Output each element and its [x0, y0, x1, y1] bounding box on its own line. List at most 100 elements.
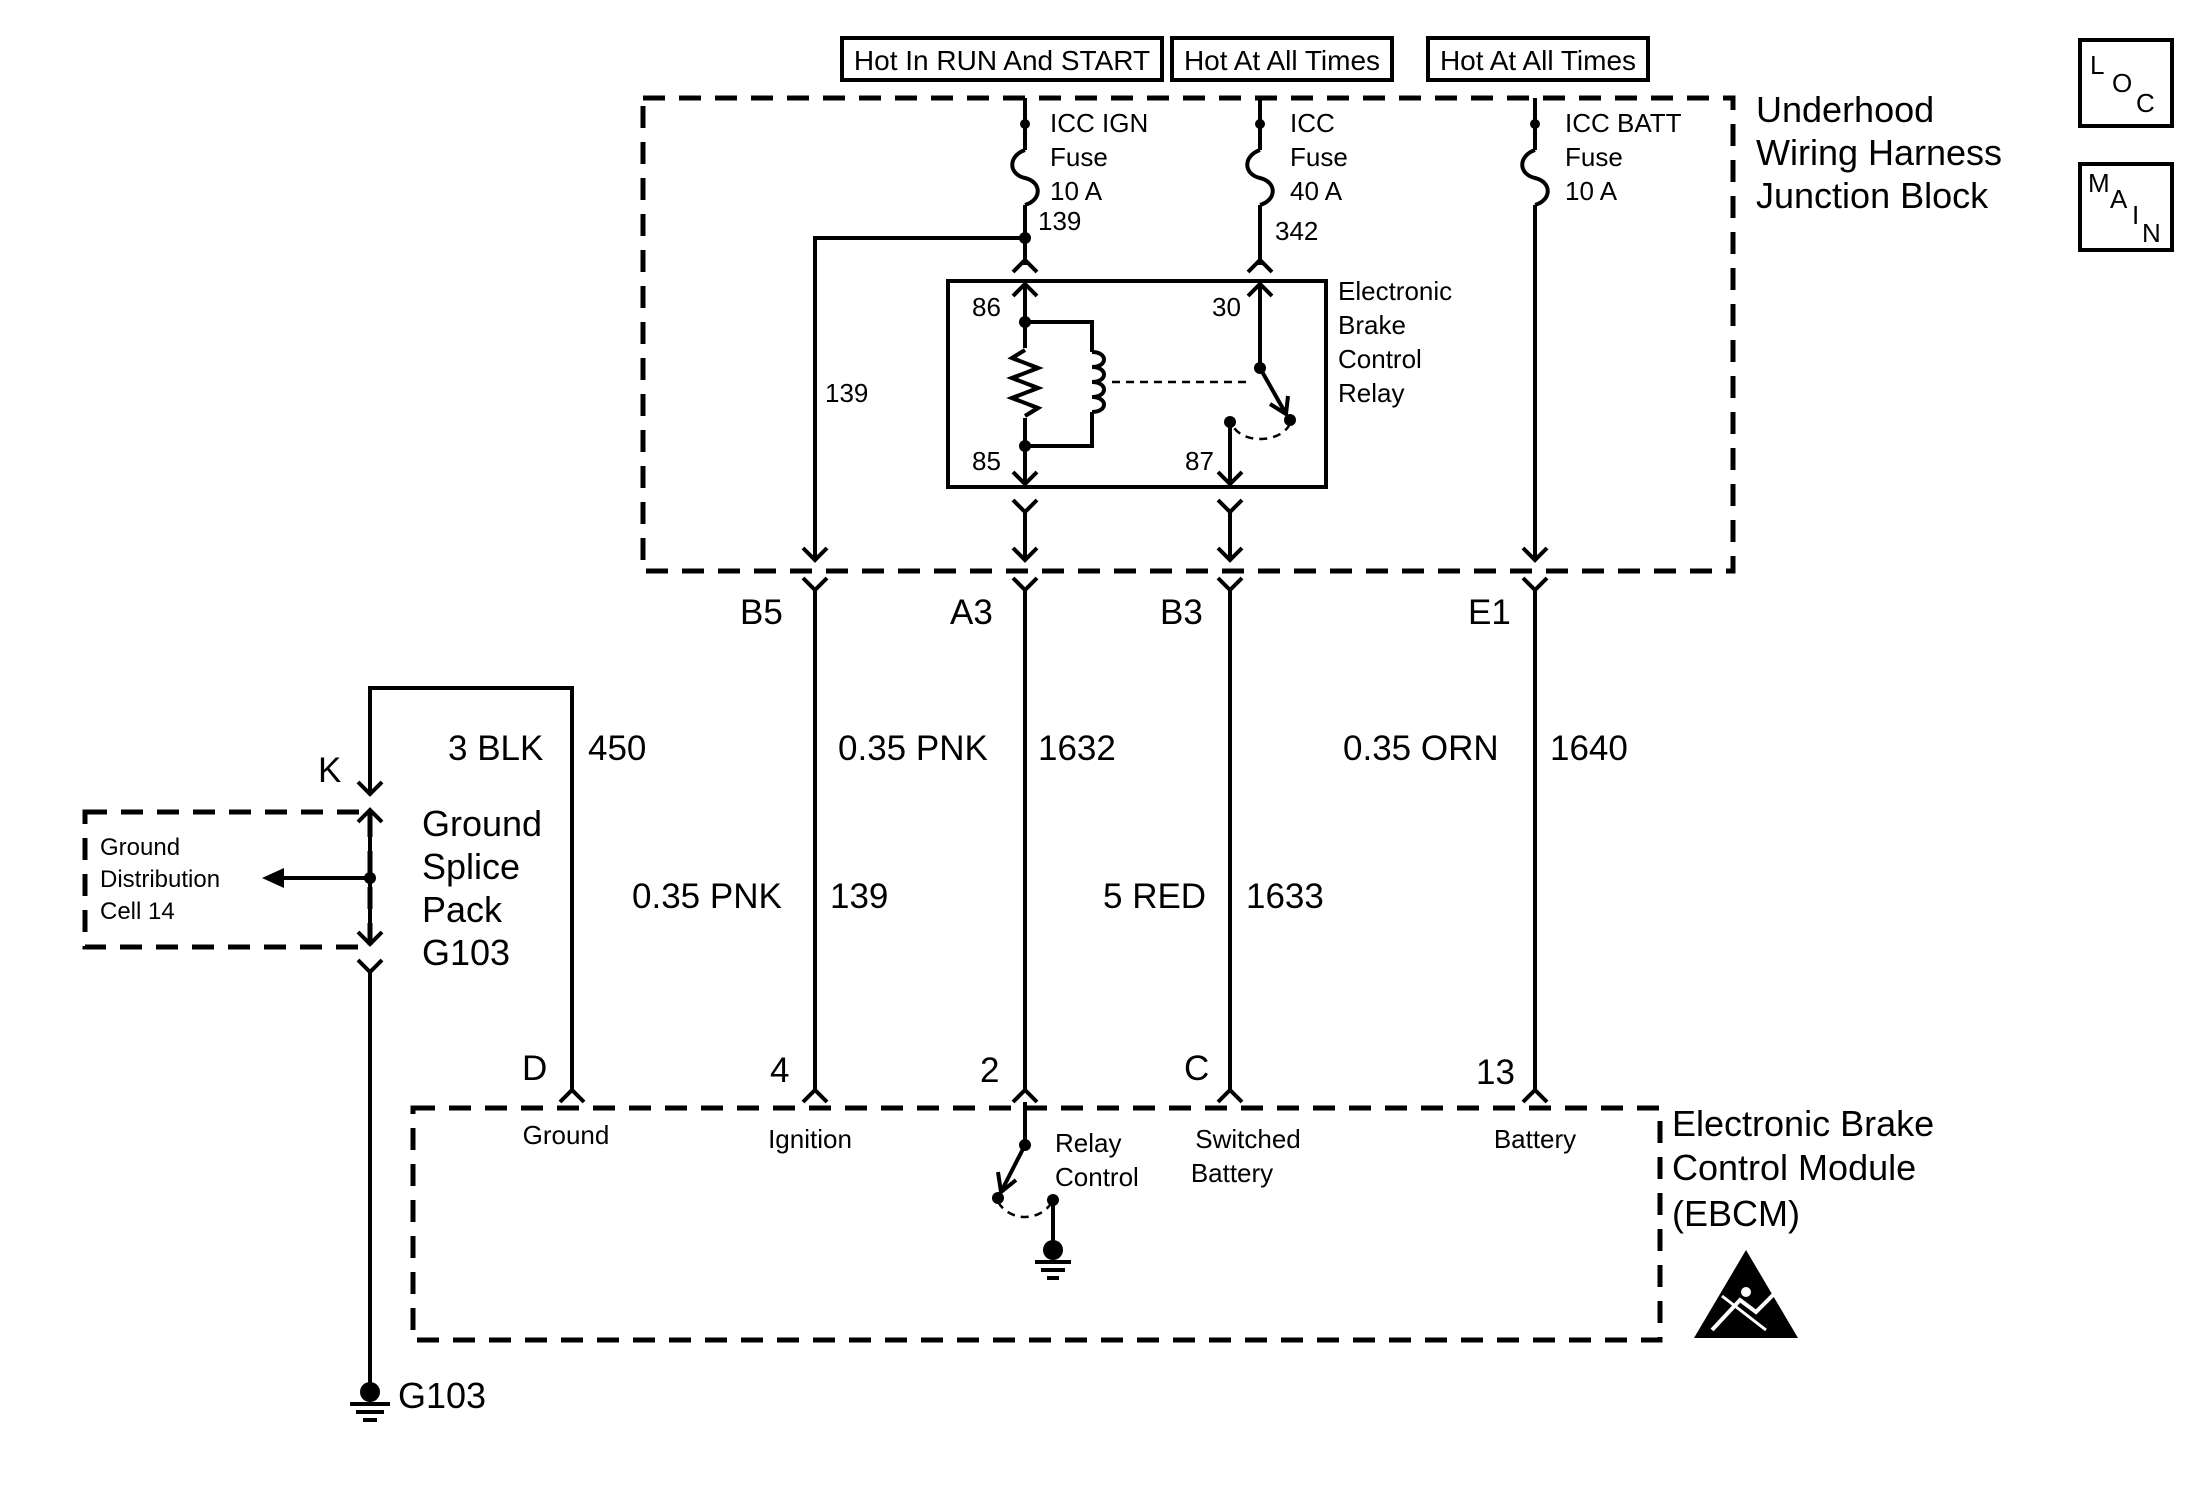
svg-text:Electronic Brake: Electronic Brake [1672, 1103, 1934, 1144]
fuse-icon [1010, 148, 1040, 207]
svg-text:B3: B3 [1160, 593, 1203, 632]
svg-text:K: K [318, 751, 341, 790]
svg-text:Splice: Splice [422, 846, 520, 887]
svg-text:Ground: Ground [422, 803, 542, 844]
ebcm-pin-13: 13 Battery [1476, 1053, 1576, 1154]
svg-text:0.35 PNK: 0.35 PNK [632, 877, 782, 916]
svg-text:139: 139 [830, 877, 888, 916]
svg-text:Ignition: Ignition [768, 1124, 852, 1154]
ebcm-title: Electronic Brake Control Module (EBCM) [1672, 1103, 1934, 1234]
power-label-all-times-1: Hot At All Times [1170, 36, 1394, 82]
svg-text:C: C [2136, 88, 2155, 118]
svg-text:0.35 PNK: 0.35 PNK [838, 729, 988, 768]
svg-text:A3: A3 [950, 593, 993, 632]
svg-text:1633: 1633 [1246, 877, 1324, 916]
brake-control-relay: Electronic Brake Control Relay 86 85 30 … [946, 276, 1452, 489]
svg-text:30: 30 [1212, 292, 1241, 322]
ebcm-outline [410, 1105, 1663, 1343]
ebcm-pin-d: D Ground [522, 1049, 609, 1150]
svg-text:87: 87 [1185, 446, 1214, 476]
svg-text:3 BLK: 3 BLK [448, 729, 543, 768]
svg-text:Battery: Battery [1494, 1124, 1576, 1154]
svg-text:5 RED: 5 RED [1103, 877, 1206, 916]
svg-text:Junction Block: Junction Block [1756, 175, 1989, 216]
main-badge: M A I N [2078, 162, 2174, 252]
svg-text:342: 342 [1275, 216, 1318, 246]
fuse-icc-batt: ICC BATT Fuse 10 A [1520, 98, 1682, 563]
svg-text:ICC BATT: ICC BATT [1565, 108, 1682, 138]
svg-text:139: 139 [825, 378, 868, 408]
svg-text:Fuse: Fuse [1565, 142, 1623, 172]
switch-icon [1000, 1144, 1027, 1191]
svg-text:10 A: 10 A [1050, 176, 1103, 206]
svg-text:Brake: Brake [1338, 310, 1406, 340]
wire-1632: 0.35 PNK 1632 [838, 590, 1116, 1090]
svg-text:Electronic: Electronic [1338, 276, 1452, 306]
power-label-all-times-2: Hot At All Times [1426, 36, 1650, 82]
wire-139: 0.35 PNK 139 [632, 590, 888, 1090]
svg-text:O: O [2112, 68, 2132, 98]
ground-symbol-icon [1035, 1260, 1071, 1280]
svg-text:Battery: Battery [1191, 1158, 1273, 1188]
svg-text:L: L [2090, 50, 2104, 80]
ebcm-pin-markers [558, 1087, 1549, 1104]
svg-text:Relay: Relay [1055, 1128, 1121, 1158]
svg-text:Distribution: Distribution [100, 866, 220, 893]
svg-text:Switched: Switched [1195, 1124, 1301, 1154]
ground-splice-pack: Ground Distribution Cell 14 Ground Splic… [82, 803, 542, 973]
junction-block-outline [640, 95, 1736, 574]
svg-text:Hot At All Times: Hot At All Times [1184, 45, 1380, 76]
svg-text:1640: 1640 [1550, 729, 1628, 768]
junction-block-title: Underhood Wiring Harness Junction Block [1756, 89, 2002, 216]
svg-text:Underhood: Underhood [1756, 89, 1934, 130]
relay-title: Electronic Brake Control Relay [1338, 276, 1452, 408]
wire-450: 3 BLK 450 K [318, 686, 646, 1090]
junction-connectors: B5 A3 B3 E1 [740, 576, 1549, 632]
svg-text:0.35 ORN: 0.35 ORN [1343, 729, 1499, 768]
svg-text:40 A: 40 A [1290, 176, 1343, 206]
svg-text:85: 85 [972, 446, 1001, 476]
fuse-icc-ign: ICC IGN Fuse 10 A 139 [1010, 98, 1148, 274]
svg-text:Ground: Ground [523, 1120, 610, 1150]
svg-text:Hot In RUN And START: Hot In RUN And START [854, 45, 1150, 76]
ebcm-relay-control-switch [992, 1102, 1071, 1280]
svg-text:86: 86 [972, 292, 1001, 322]
svg-text:B5: B5 [740, 593, 783, 632]
svg-text:Hot At All Times: Hot At All Times [1440, 45, 1636, 76]
ebcm-pin-c: C Switched Battery [1184, 1049, 1301, 1188]
svg-text:450: 450 [588, 729, 646, 768]
svg-text:4: 4 [770, 1051, 789, 1090]
svg-text:Wiring Harness: Wiring Harness [1756, 132, 2002, 173]
fuse-icc: ICC Fuse 40 A 342 [1245, 98, 1348, 274]
svg-text:E1: E1 [1468, 593, 1511, 632]
esd-warning-icon [1694, 1250, 1798, 1338]
ground-g103: G103 [350, 958, 486, 1422]
svg-text:A: A [2110, 184, 2128, 214]
svg-text:1632: 1632 [1038, 729, 1116, 768]
loc-badge: L O C [2078, 38, 2174, 128]
relay-outputs [1011, 498, 1244, 563]
coil-icon [1091, 350, 1106, 414]
svg-text:ICC IGN: ICC IGN [1050, 108, 1148, 138]
svg-text:Cell 14: Cell 14 [100, 898, 175, 925]
svg-text:G103: G103 [398, 1375, 486, 1416]
svg-text:2: 2 [980, 1051, 999, 1090]
svg-text:10 A: 10 A [1565, 176, 1618, 206]
svg-text:N: N [2142, 218, 2161, 248]
svg-text:D: D [522, 1049, 547, 1088]
svg-text:Relay: Relay [1338, 378, 1404, 408]
svg-text:G103: G103 [422, 932, 510, 973]
svg-text:Control Module: Control Module [1672, 1147, 1916, 1188]
svg-text:M: M [2088, 168, 2110, 198]
fuse-icon [1245, 148, 1275, 207]
ground-symbol-icon [350, 1402, 390, 1422]
ebcm-pin-2: 2 Relay Control [980, 1051, 1139, 1192]
svg-text:Fuse: Fuse [1290, 142, 1348, 172]
svg-text:Control: Control [1055, 1162, 1139, 1192]
svg-text:(EBCM): (EBCM) [1672, 1193, 1800, 1234]
ebcm-pin-4: 4 Ignition [768, 1051, 852, 1154]
svg-text:ICC: ICC [1290, 108, 1335, 138]
svg-text:I: I [2132, 200, 2139, 230]
internal-wire-139: 139 [801, 236, 1025, 563]
